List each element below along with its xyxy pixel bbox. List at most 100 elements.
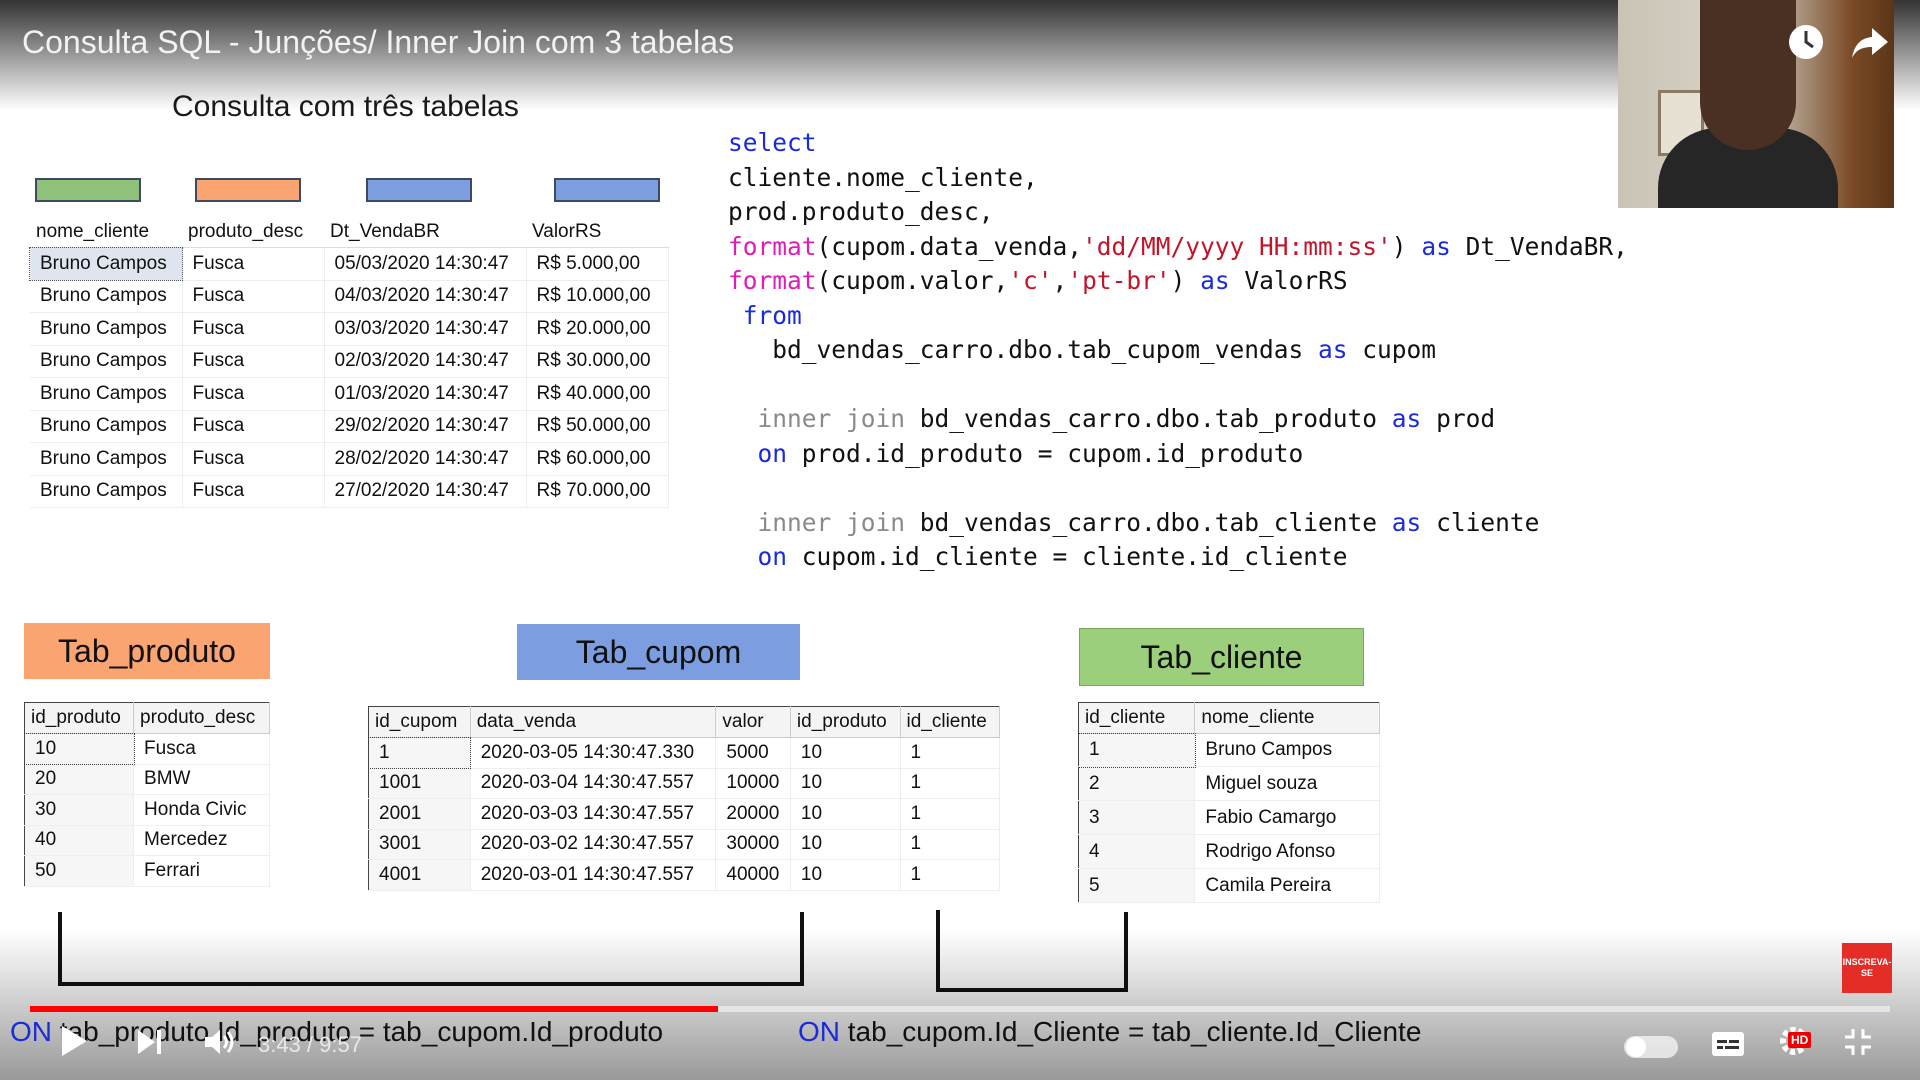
table-cell: 20000 [715,798,791,830]
next-button[interactable] [128,1024,172,1068]
result-cell: R$ 10.000,00 [526,280,669,313]
result-cell: 04/03/2020 14:30:47 [324,280,527,313]
fullscreen-exit-button[interactable] [1836,1024,1880,1068]
sql-keyword: as [1421,231,1451,261]
sql-text: (cupom.valor, [816,266,1009,295]
table-cell: 10000 [715,768,791,799]
result-header-cell: nome_cliente [30,217,182,248]
play-icon [62,1026,87,1056]
play-button[interactable] [52,1024,96,1068]
result-cell: 27/02/2020 14:30:47 [324,475,527,508]
tab-cliente-label: Tab_cliente [1079,628,1364,686]
sql-line-9: inner join bd_vendas_carro.dbo.tab_produ… [728,402,1628,437]
sql-text: bd_vendas_carro.dbo.tab_cupom_vendas [772,335,1319,364]
result-cell[interactable]: Bruno Campos [29,246,183,281]
sql-line-1: select [728,126,1628,161]
captions-button[interactable] [1706,1024,1750,1068]
table-cell[interactable]: 1 [367,736,472,769]
connector-line-cliente [1124,912,1128,992]
table-cell: 2020-03-01 14:30:47.557 [470,859,717,891]
bottom-overlay [0,930,1920,1080]
sql-text: ) [1170,266,1201,295]
result-header-cell: Dt_VendaBR [324,217,526,248]
fullscreen-exit-icon [1845,1029,1871,1055]
next-icon [138,1030,161,1054]
result-cell: Fusca [182,312,325,346]
table-cell[interactable]: 1 [1077,732,1196,768]
result-cell: R$ 50.000,00 [526,410,669,443]
table-cell: 4 [1078,834,1196,869]
result-header-cell: produto_desc [182,217,324,248]
table-cell: 1 [900,859,1000,891]
video-title[interactable]: Consulta SQL - Junções/ Inner Join com 3… [22,24,735,60]
connector-line-bottom-1 [58,982,804,986]
connector-line-bottom-2 [936,988,1128,992]
table-cell: 50 [24,855,135,887]
color-swatch-orange [195,178,301,202]
autoplay-toggle-knob [1626,1037,1646,1057]
table-cell: 2020-03-04 14:30:47.557 [470,768,717,799]
subscribe-badge[interactable]: INSCREVA-SE [1842,943,1892,993]
connector-line-produto [58,912,62,986]
table-cell: Rodrigo Afonso [1194,834,1380,869]
sql-text: ) [1391,231,1422,261]
table-cell: Camila Pereira [1194,868,1380,903]
result-header-cell: ValorRS [526,217,668,248]
tab-produto-label: Tab_produto [24,623,270,679]
sql-keyword: as [1391,404,1422,433]
result-cell: Fusca [182,345,325,378]
sql-line-12: inner join bd_vendas_carro.dbo.tab_clien… [728,506,1628,541]
table-cell: Fabio Camargo [1194,800,1380,835]
color-swatch-green [35,178,141,202]
sql-keyword: from [742,300,802,330]
sql-keyword: as [1200,266,1230,295]
sql-line-blank [728,471,1628,506]
sql-function: format [728,266,817,295]
sql-line-10: on prod.id_produto = cupom.id_produto [728,437,1628,472]
autoplay-toggle[interactable] [1624,1036,1678,1058]
result-cell: Fusca [182,410,325,443]
clock-icon[interactable] [1782,22,1830,70]
table-cell: 2 [1078,766,1196,801]
table-cell: BMW [133,764,270,795]
table-header-cell: nome_cliente [1194,702,1380,734]
sql-text: cliente.nome_cliente, [728,162,1038,192]
connector-line-cupom-2 [936,910,940,992]
sql-line-7: bd_vendas_carro.dbo.tab_cupom_vendas as … [728,333,1628,368]
sql-line-4: format(cupom.data_venda,'dd/MM/yyyy HH:m… [728,230,1628,265]
hd-badge: HD [1788,1032,1812,1048]
progress-bar[interactable] [30,1006,1890,1012]
table-header-cell: id_cupom [368,706,471,738]
sql-text: cupom [1347,335,1437,364]
table-cell: 3001 [368,829,471,860]
progress-bar-played [30,1006,719,1012]
table-cell: Miguel souza [1194,766,1380,801]
table-header-cell: produto_desc [133,702,270,734]
table-cell: 2020-03-03 14:30:47.557 [470,798,717,830]
table-cell: 1 [900,829,1000,860]
table-cell: 10 [790,768,901,799]
share-icon[interactable] [1846,22,1894,70]
table-cell: 1001 [368,768,471,799]
result-cell: Bruno Campos [30,442,183,476]
sql-text: cupom.id_cliente = cliente.id_cliente [787,542,1348,571]
table-cell: 1 [900,798,1000,830]
table-cell[interactable]: 10 [23,732,135,765]
volume-button[interactable] [198,1024,242,1068]
